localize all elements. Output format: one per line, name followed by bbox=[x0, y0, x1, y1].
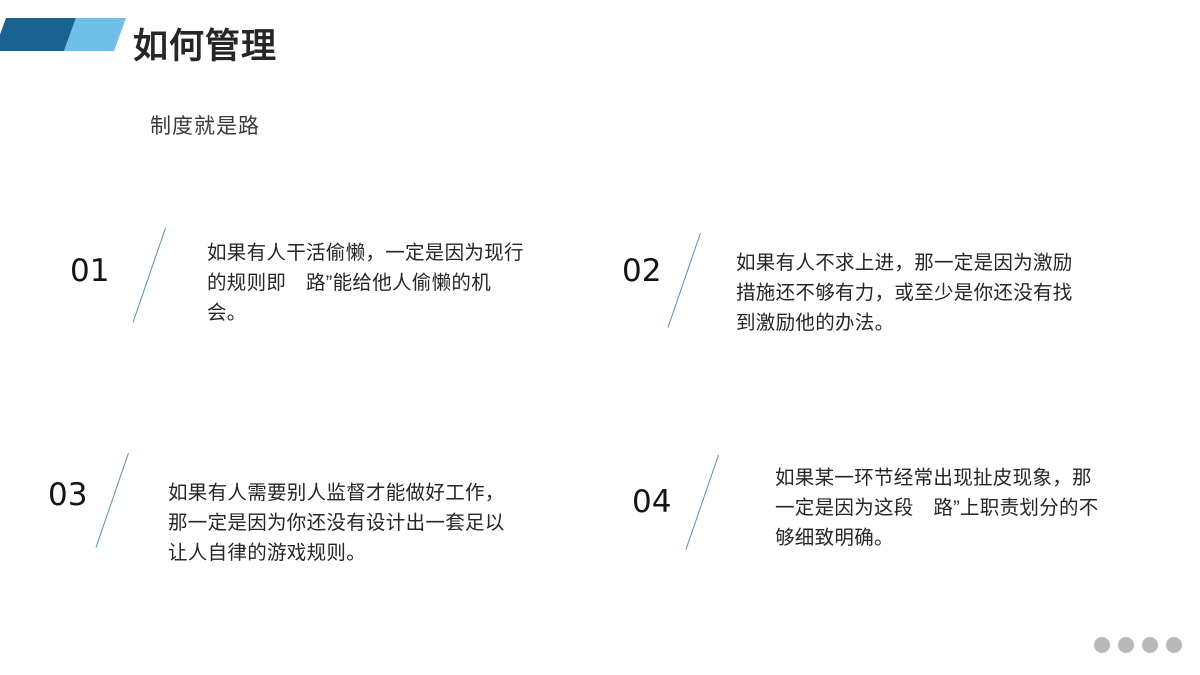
item-body-text: 如果有人不求上进，那一定是因为激励措施还不够有力，或至少是你还没有找到激励他的办… bbox=[736, 252, 1073, 335]
page-subtitle: 制度就是路 bbox=[150, 115, 260, 138]
pagination-dot[interactable] bbox=[1094, 637, 1110, 653]
item-number: 03 bbox=[48, 477, 88, 513]
item-body-text: 如果有人干活偷懒，一定是因为现行的规则即 路”能给他人偷懒的机会。 bbox=[207, 242, 524, 325]
diagonal-separator-icon bbox=[95, 452, 129, 548]
page-title: 如何管理 bbox=[133, 27, 278, 66]
decorative-banner bbox=[0, 18, 127, 51]
item-body-text: 如果有人需要别人监督才能做好工作，那一定是因为你还没有设计出一套足以让人自律的游… bbox=[168, 482, 505, 565]
pagination-dot[interactable] bbox=[1142, 637, 1158, 653]
diagonal-separator-icon bbox=[667, 232, 701, 328]
diagonal-separator-icon bbox=[685, 454, 719, 550]
item-number: 01 bbox=[70, 253, 110, 289]
pagination-dots[interactable] bbox=[1094, 637, 1182, 653]
item-body-text: 如果某一环节经常出现扯皮现象，那一定是因为这段 路”上职责划分的不够细致明确。 bbox=[775, 467, 1099, 550]
pagination-dot[interactable] bbox=[1166, 637, 1182, 653]
item-number: 04 bbox=[632, 484, 672, 520]
diagonal-separator-icon bbox=[132, 227, 166, 323]
banner-light-segment bbox=[63, 18, 127, 51]
item-number: 02 bbox=[622, 253, 662, 289]
pagination-dot[interactable] bbox=[1118, 637, 1134, 653]
